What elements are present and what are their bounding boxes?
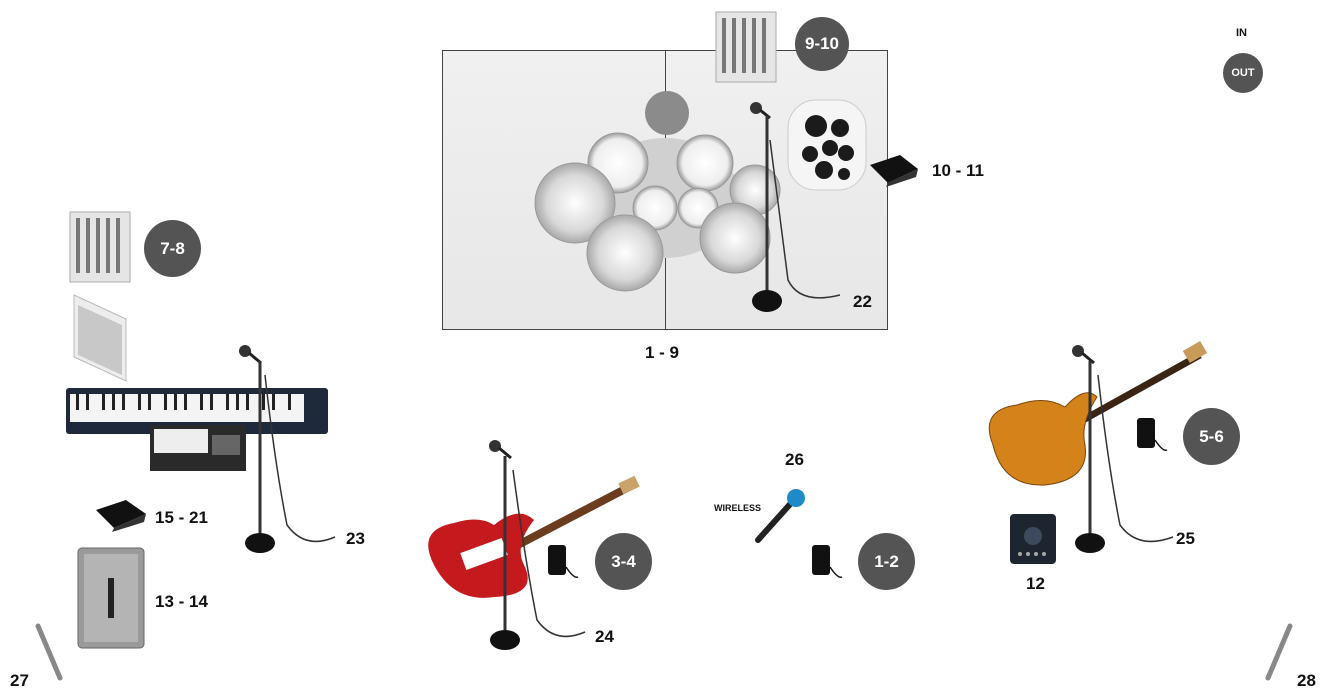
in-label: IN	[1236, 27, 1247, 39]
out-badge: OUT	[1223, 53, 1263, 93]
monitor-9-10-badge: 9-10	[795, 17, 849, 71]
mic-25-label: 25	[1176, 529, 1195, 548]
corner-28-label: 28	[1297, 671, 1316, 690]
mixer-7-8-icon	[69, 211, 131, 283]
monitor-7-8-label: 7-8	[160, 238, 185, 258]
interface-15-21-label: 15 - 21	[155, 508, 208, 527]
in-ear-pack-1-2-icon	[812, 545, 843, 579]
interface-10-11-label: 10 - 11	[932, 161, 984, 180]
mixer-icon	[715, 11, 777, 83]
drums-label: 1 - 9	[645, 343, 680, 362]
amp-icon	[1010, 514, 1056, 564]
mic-stand-22-icon	[750, 102, 841, 312]
corner-mic-27-icon	[35, 623, 63, 681]
mic-stand-23-icon	[239, 345, 336, 553]
audio-interface-15-21-icon	[96, 500, 146, 532]
monitor-3-4-label: 3-4	[611, 551, 636, 571]
monitor-9-10-label: 9-10	[804, 34, 840, 53]
laptop-icon	[73, 294, 127, 382]
monitor-1-2-label: 1-2	[874, 551, 899, 571]
monitor-5-6-label: 5-6	[1199, 426, 1224, 446]
monitor-3-4-badge: 3-4	[595, 533, 652, 590]
monitor-7-8-badge: 7-8	[144, 220, 201, 277]
monitor-5-6-badge: 5-6	[1183, 408, 1240, 465]
speaker-13-14-label: 13 - 14	[155, 592, 208, 611]
mic-22-label: 22	[853, 292, 872, 311]
bass-guitar-icon	[988, 340, 1208, 486]
drum-pad-icon	[787, 99, 867, 191]
mic-stand-25-icon	[1072, 345, 1174, 553]
controller-icon	[150, 425, 246, 471]
speaker-cabinet-icon	[77, 547, 145, 649]
out-label: OUT	[1231, 67, 1255, 79]
drum-kit-icon	[534, 91, 781, 292]
wireless-mic-icon	[755, 489, 805, 543]
in-ear-pack-5-6-icon	[1137, 418, 1168, 452]
mic-stand-24-icon	[489, 440, 586, 650]
mic-26-label: 26	[785, 450, 804, 469]
monitor-1-2-badge: 1-2	[858, 533, 915, 590]
electric-guitar-icon	[428, 475, 640, 598]
corner-mic-28-icon	[1265, 623, 1293, 681]
keyboard-icon	[66, 388, 328, 434]
wireless-label: WIRELESS	[714, 503, 762, 513]
in-ear-pack-3-4-icon	[548, 545, 579, 579]
amp-12-label: 12	[1026, 574, 1045, 593]
corner-27-label: 27	[10, 671, 29, 690]
mic-23-label: 23	[346, 529, 365, 548]
mic-24-label: 24	[595, 627, 614, 646]
audio-interface-10-11-icon	[870, 155, 918, 187]
